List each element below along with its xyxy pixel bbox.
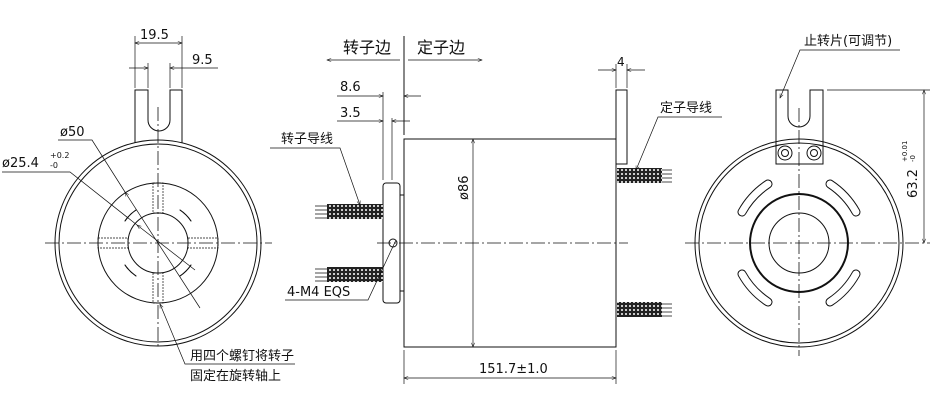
height-tolerance-upper: +0.01 <box>901 141 909 162</box>
dim-tab-height: 63.2 <box>906 169 921 198</box>
rotor-wires <box>315 204 383 282</box>
stop-tab <box>775 89 824 165</box>
stop-tab-label: 止转片(可调节) <box>804 34 892 49</box>
note-line-1: 用四个螺钉将转子 <box>190 349 294 364</box>
dim-flange-diameter: ø50 <box>60 125 85 140</box>
stator-wire-label: 定子导线 <box>660 101 712 116</box>
stop-tab-side <box>615 89 628 165</box>
rotor-side-label: 转子边 <box>343 38 391 57</box>
stator-side-label: 定子边 <box>417 38 465 57</box>
right-end-view: 63.2 +0.01 -0 止转片(可调节) <box>685 34 930 356</box>
mounting-slots <box>124 209 192 277</box>
dim-bore-diameter: ø25.4 <box>2 156 39 171</box>
dim-slot-width: 9.5 <box>192 53 213 68</box>
bore-tolerance-lower: -0 <box>50 161 58 170</box>
side-view: 转子边 定子边 8.6 3.5 转子导线 4-M4 EQS ø86 151.7±… <box>270 36 722 384</box>
dim-body-length: 151.7±1.0 <box>479 362 548 377</box>
dim-body-diameter: ø86 <box>457 176 472 201</box>
stator-slots <box>737 179 861 307</box>
bore-tolerance-upper: +0.2 <box>50 151 69 160</box>
left-end-view: 19.5 9.5 ø50 ø25.4 +0.2 -0 用四个螺钉将转子 固定在旋… <box>2 28 295 384</box>
dim-8-6: 8.6 <box>340 80 361 95</box>
rotor-tab <box>134 89 183 143</box>
stator-wires <box>617 168 672 317</box>
note-line-2: 固定在旋转轴上 <box>190 369 281 384</box>
height-tolerance-lower: -0 <box>909 155 917 162</box>
screw-spec-label: 4-M4 EQS <box>287 285 350 300</box>
dim-3-5: 3.5 <box>340 106 361 121</box>
rotor-wire-label: 转子导线 <box>281 132 333 147</box>
dim-tab-width: 19.5 <box>140 28 169 43</box>
dim-tab-thickness: 4 <box>617 55 625 69</box>
